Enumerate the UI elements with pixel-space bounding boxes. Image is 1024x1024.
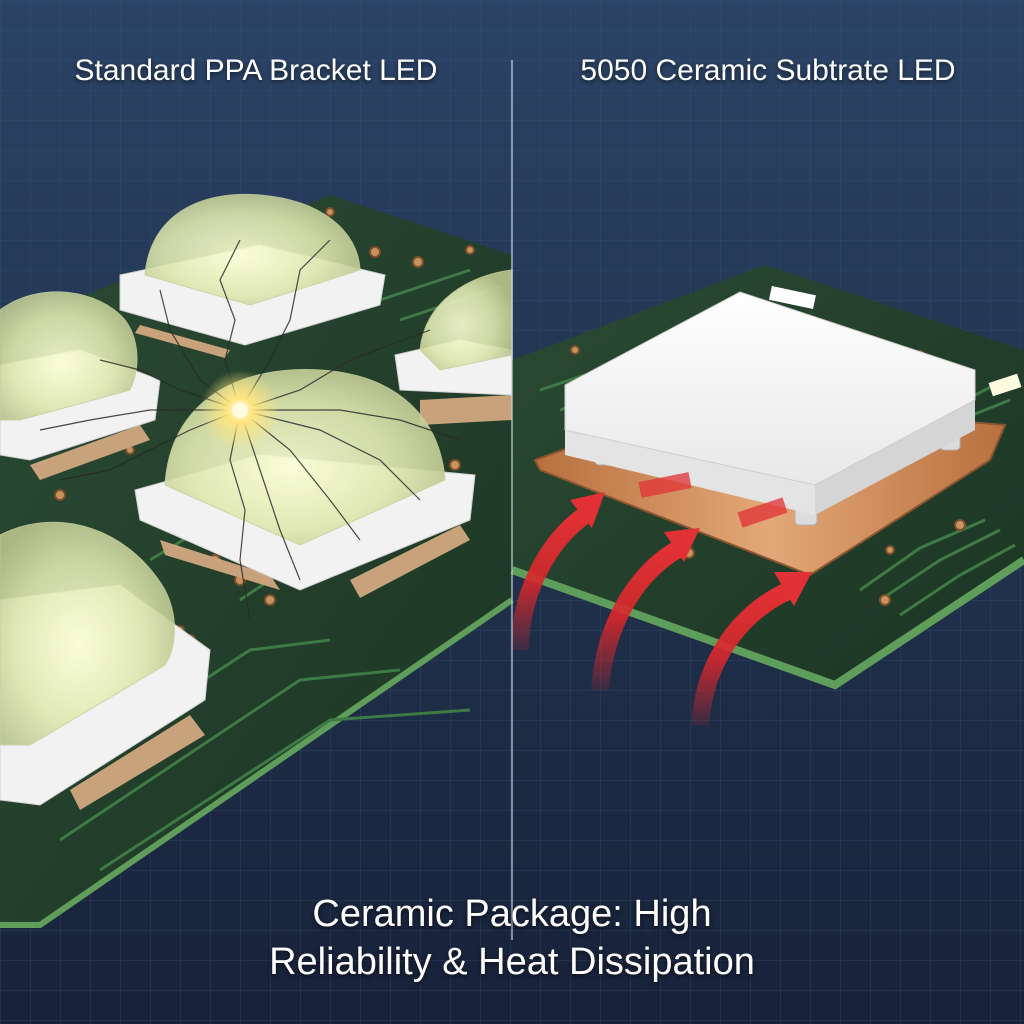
ppa-led-left [0,291,161,480]
heat-arrow-head [570,492,605,528]
left-pcb-edge [0,597,514,928]
ppa-led-right [394,269,513,425]
caption-line-2: Reliability & Heat Dissipation [269,941,755,983]
smd-component [768,285,816,310]
led-dome [144,193,361,306]
smd-component [988,373,1022,397]
ceramic-block-front [565,430,815,515]
heat-arrow-icon [737,497,788,528]
solder-pad [160,540,280,590]
caption-line-1: Ceramic Package: High [312,893,712,935]
right-panel [510,265,1024,726]
left-panel [0,193,514,928]
heat-arrow-head [664,528,700,562]
solder-pad [350,525,470,598]
left-panel-title: Standard PPA Bracket LED [74,54,438,87]
heat-arrow-icon [591,540,685,691]
heat-arrow-icon [691,581,794,726]
solder-pad [420,395,512,425]
heat-arrow-icon [511,507,591,651]
right-panel-title: 5050 Ceramic Subtrate LED [580,54,956,87]
ceramic-block-side [815,400,975,515]
ppa-led-bottom [0,521,211,810]
heat-arrow-head [774,572,812,606]
solder-pad [135,325,230,358]
caption: Ceramic Package: High Reliability & Heat… [0,890,1024,986]
led-dome [0,521,175,746]
heat-arrows [511,472,812,726]
led-dome [0,291,138,421]
spark-core [232,402,248,418]
solder-pad [70,715,205,810]
solder-pad [30,425,150,480]
ceramic-block-top [564,291,976,486]
heat-arrow-icon [638,472,692,498]
ppa-led-top [119,193,386,358]
